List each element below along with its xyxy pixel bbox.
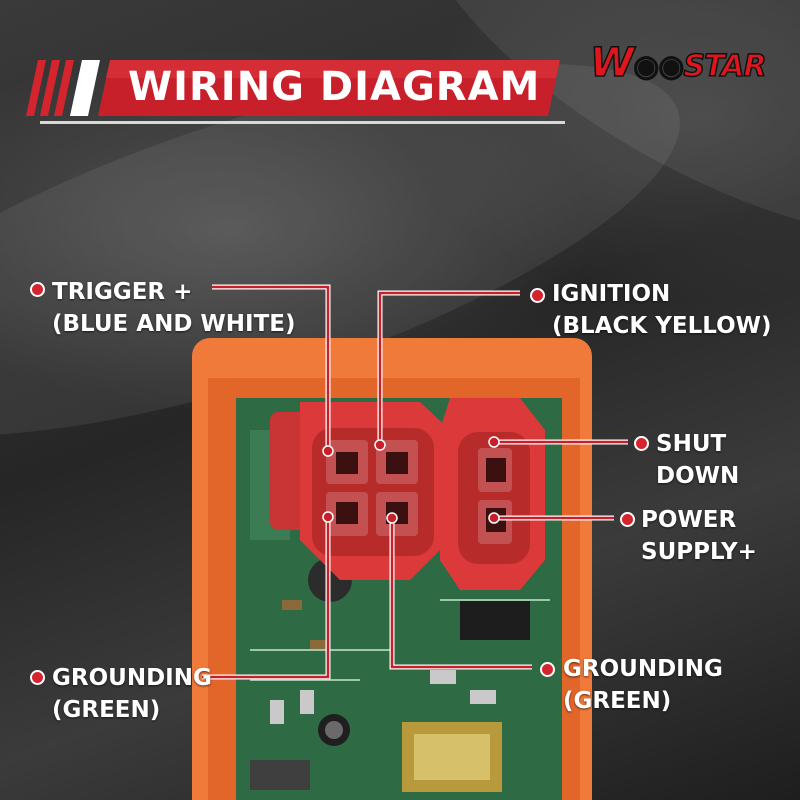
- leader-line-trigger: [212, 285, 330, 451]
- two-pin-connector: [440, 398, 545, 590]
- bullet-icon: [540, 662, 555, 677]
- bullet-icon: [620, 512, 635, 527]
- bullet-icon: [30, 670, 45, 685]
- leader-line-ignition: [378, 291, 520, 445]
- leader-line-ground-right: [390, 518, 532, 669]
- pin-markers: [322, 436, 500, 524]
- label-shutdown: SHUT DOWN: [656, 431, 740, 489]
- bullet-icon: [634, 436, 649, 451]
- four-pin-connector: [270, 402, 450, 580]
- label-power: POWER SUPPLY+: [641, 507, 757, 565]
- title-underline: [40, 121, 565, 124]
- leader-lines: [202, 285, 628, 679]
- page-title: WIRING DIAGRAM: [128, 64, 541, 110]
- title-banner: [26, 60, 560, 116]
- bullet-icon: [30, 282, 45, 297]
- bullet-icon: [530, 288, 545, 303]
- brand-logo: W◉◉STAR: [589, 39, 767, 87]
- label-ground-left: GROUNDING (GREEN): [52, 665, 212, 723]
- leader-line-ground-left: [202, 517, 330, 679]
- label-ground-right: GROUNDING (GREEN): [563, 656, 723, 714]
- label-ignition: IGNITION (BLACK YELLOW): [552, 281, 772, 339]
- label-trigger: TRIGGER + (BLUE AND WHITE): [52, 279, 296, 337]
